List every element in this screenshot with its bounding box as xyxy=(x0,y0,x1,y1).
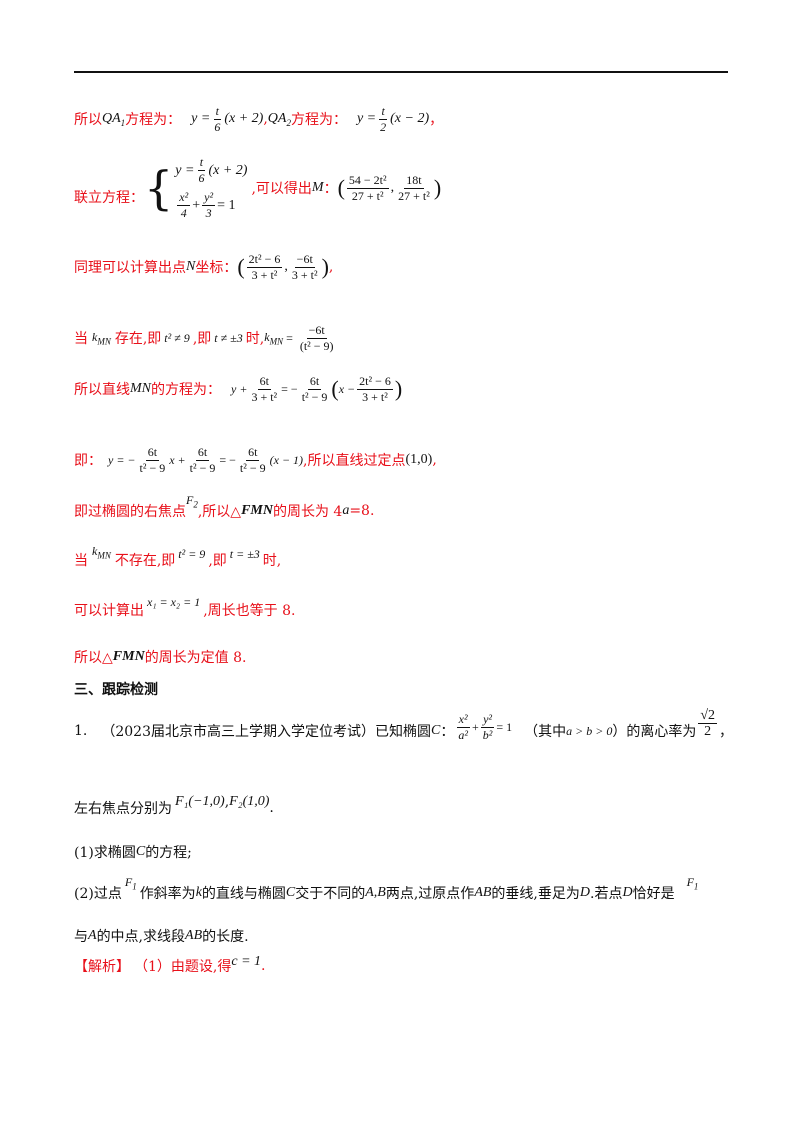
text: 联立方程： xyxy=(74,190,144,206)
line-x-equal: 可以计算出 x₁ = x₂ = 1 ,周长也等于 8. xyxy=(74,594,296,620)
text: 所以 xyxy=(74,112,102,128)
brace: { xyxy=(144,161,174,215)
math: (x − 2) xyxy=(390,111,430,126)
text: 同理可以计算出点 xyxy=(74,260,186,276)
qa1-label: QA1 xyxy=(102,110,126,128)
question-1-foci: 左右焦点分别为 F₁(−1,0) , F₂(1,0) . xyxy=(74,794,274,817)
line-perimeter: 即过椭圆的右焦点 F2 ,所以△ FMN 的周长为 4 a =8. xyxy=(74,492,375,520)
solution-tag: 【解析】 xyxy=(74,959,130,975)
line-kmn-not-exists: 当 kMN 不存在,即 t² = 9 ,即 t = ±3 时, xyxy=(74,543,282,569)
math: y = xyxy=(191,111,211,126)
text: , xyxy=(263,111,268,127)
solution-line: 【解析】 （1）由题设,得 c = 1 . xyxy=(74,954,266,975)
header-rule xyxy=(74,71,728,73)
text: 方程为： xyxy=(290,112,347,128)
question-1-part-1: (1)求椭圆 C 的方程; xyxy=(74,844,192,861)
text: ， xyxy=(429,112,444,128)
text: ： xyxy=(323,181,338,197)
qa2-label: QA2 xyxy=(267,110,291,128)
var: M xyxy=(311,180,324,195)
math: (x + 2) xyxy=(224,111,264,126)
line-conclusion: 所以△ FMN 的周长为定值 8. xyxy=(74,649,247,666)
text: ,可以得出 xyxy=(251,181,312,197)
question-1-part-2-cont: 与 A 的中点,求线段 AB 的长度. xyxy=(74,928,249,945)
math: y = xyxy=(356,111,377,126)
text: 坐标： xyxy=(195,260,238,276)
line-kmn-exists: 当 kMN 存在,即 t² ≠ 9 ,即 t ≠ ±3 时, kMN = −6t… xyxy=(74,322,334,353)
var: N xyxy=(186,259,196,274)
text: 方程为： xyxy=(125,112,182,128)
section-heading: 三、跟踪检测 xyxy=(74,682,158,698)
question-1-part-2: (2)过点 F1 作斜率为 k 的直线与椭圆 C 交于不同的 A,B 两点,过原… xyxy=(74,874,699,902)
